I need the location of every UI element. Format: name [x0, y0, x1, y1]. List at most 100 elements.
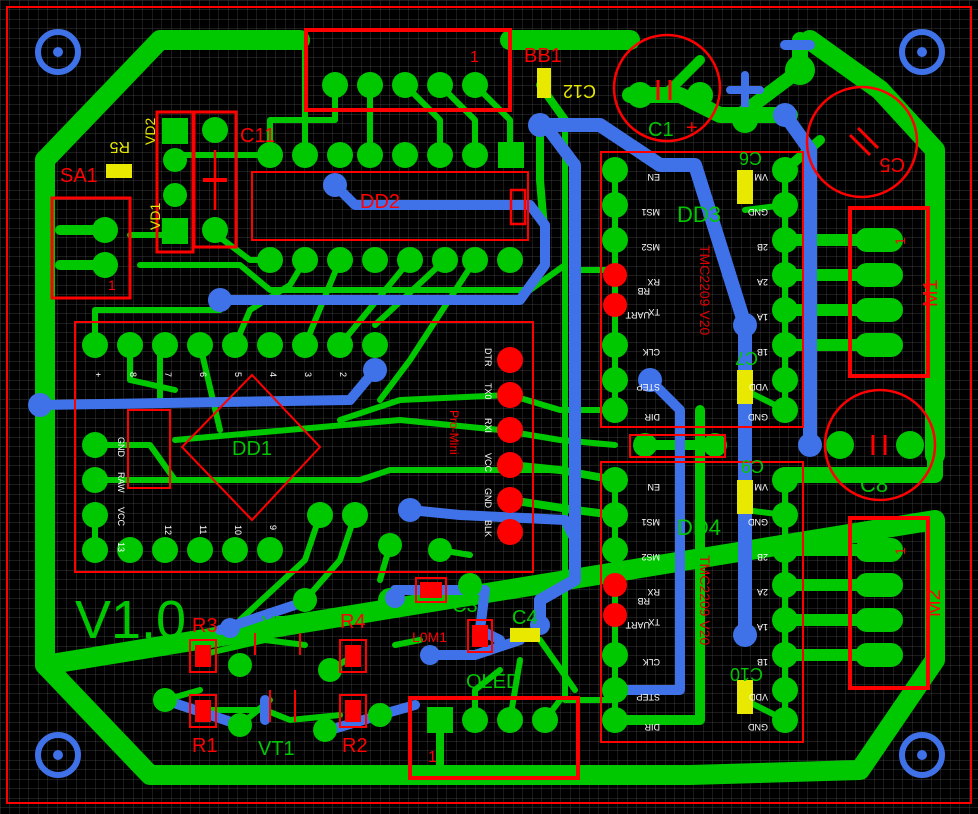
dd4-pin-label: VM [755, 482, 769, 492]
promini-right-pin-label: GND [483, 488, 493, 509]
dd3-pin-label: STEP [636, 382, 660, 392]
promini-top-pin-label: 8 [128, 372, 138, 377]
dd4-pin-label: EN [647, 482, 660, 492]
dd4-pin-label: 2B [757, 552, 768, 562]
label-c12: C12 [563, 81, 596, 101]
label-c1-plus: + [686, 117, 698, 139]
dd4-pin-label: RX [647, 587, 660, 597]
dd3-pin-label: MS1 [641, 207, 660, 217]
label-c4: C4 [512, 607, 538, 629]
promini-top-pin-label: 2 [338, 372, 348, 377]
label-pin1-bb1: 1 [470, 49, 479, 66]
label-c6: C6 [739, 148, 762, 168]
dd4-pin-label: 1B [757, 657, 768, 667]
promini-bottom-pin-label: 10 [233, 525, 243, 535]
dd4-pin-label: MS2 [641, 552, 660, 562]
label-dd1: DD1 [232, 438, 272, 460]
dd3-pin-label: RX [647, 277, 660, 287]
label-sa1: SA1 [60, 165, 98, 187]
dd3-pin-label: VM [755, 172, 769, 182]
dd3-pin-label: EN [647, 172, 660, 182]
dd3-pin-label: MS2 [641, 242, 660, 252]
label-tmc-dd3: TMC2209 V20 [697, 245, 713, 335]
dd4-pin-label: MS1 [641, 517, 660, 527]
dd4-uart-label: UART [625, 620, 650, 630]
promini-left-pin-label: RAW [116, 472, 126, 493]
label-vt1: VT1 [258, 738, 295, 760]
promini-bottom-pin-label: 11 [198, 525, 208, 534]
label-r3: R3 [192, 615, 218, 637]
pin-labels: ENENMS1MS1MS2MS2RXRXTXTXCLKCLKSTEPSTEPDI… [93, 172, 768, 732]
label-tmc-dd4: TMC2209 V20 [697, 555, 713, 645]
label-r2: R2 [342, 735, 368, 757]
label-m1: M1 [920, 279, 942, 307]
dd4-pin-label: 1A [757, 622, 768, 632]
promini-right-pin-label: VCC [483, 453, 493, 473]
promini-top-pin-label: 3 [303, 372, 313, 377]
label-r1: R1 [192, 735, 218, 757]
label-oled: OLED [466, 671, 520, 693]
label-dd2: DD2 [360, 191, 400, 213]
label-dd3: DD3 [677, 202, 721, 227]
dd3-pin-label: GND [748, 412, 769, 422]
label-vt2: VT2 [262, 613, 299, 635]
yellow-labels: C12 R5 VD2 VD1 C6 C7 C9 C10 [109, 81, 764, 684]
label-c8: C8 [860, 472, 888, 497]
board-outline [6, 6, 972, 804]
promini-top-pin-label: 6 [198, 372, 208, 377]
label-dd4: DD4 [677, 515, 721, 540]
label-c10: C10 [730, 664, 763, 684]
label-vd1: VD1 [147, 203, 163, 230]
promini-bottom-pin-label: 9 [268, 525, 278, 530]
dd3-pin-label: TX [648, 307, 660, 317]
label-pin1-sa1: 1 [108, 277, 116, 293]
smd-pads [106, 68, 753, 714]
dd3-uart-label: UART [625, 310, 650, 320]
dd4-pin-label: GND [748, 517, 769, 527]
dd4-pin-label: CLK [642, 657, 660, 667]
dd3-pin-label: VDD [748, 382, 768, 392]
label-vd2: VD2 [142, 118, 158, 145]
promini-top-pin-label: + [93, 372, 103, 377]
label-c3: C3 [452, 595, 478, 617]
label-r5: R5 [109, 138, 130, 155]
promini-top-pin-label: 7 [163, 372, 173, 377]
dd3-pin-label: CLK [642, 347, 660, 357]
dd3-pin-label: GND [748, 207, 769, 217]
dd4-pin-label: 2A [757, 587, 768, 597]
label-c7: C7 [735, 348, 758, 368]
dd4-pin-label: TX [648, 617, 660, 627]
dd4-uart-label: RB [637, 596, 650, 606]
promini-right-pin-label: TX0 [483, 383, 493, 400]
dd3-pin-label: 1B [757, 347, 768, 357]
promini-right-pin-label: BLK [483, 520, 493, 537]
label-version: V1.0 [75, 590, 186, 650]
label-l0m1: L0M1 [412, 629, 447, 645]
label-c11: C11 [240, 125, 275, 147]
label-m2: M2 [923, 589, 945, 617]
label-c1: C1 [648, 119, 674, 141]
dd3-pin-label: 2A [757, 277, 768, 287]
label-pin1-m2: 1 [892, 547, 908, 555]
through-hole-pads [82, 55, 924, 742]
dd3-pin-label: 1A [757, 312, 768, 322]
silkscreen-layer [50, 28, 937, 780]
label-pin1-oled: 1 [428, 749, 437, 766]
dd4-pin-label: STEP [636, 692, 660, 702]
dd3-pin-label: DIR [644, 412, 660, 422]
label-c9: C9 [741, 456, 764, 476]
dd3-uart-label: RB [637, 286, 650, 296]
label-bb1: BB1 [524, 45, 562, 67]
promini-right-pin-label: RXI [483, 418, 493, 433]
promini-top-pin-label: 5 [233, 372, 243, 377]
promini-left-pin-label: 13 [116, 542, 126, 552]
promini-left-pin-label: GND [116, 437, 126, 458]
red-pads [195, 263, 627, 722]
promini-right-pin-label: DTR [483, 348, 493, 367]
silkscreen-labels: BB1 1 C1 + C5 DD3 TMC2209 V20 M1 1 C8 DD… [60, 45, 945, 766]
dd4-pin-label: VDD [748, 692, 768, 702]
vias [28, 29, 945, 778]
promini-bottom-pin-label: 12 [163, 525, 173, 535]
dd4-pin-label: DIR [644, 722, 660, 732]
